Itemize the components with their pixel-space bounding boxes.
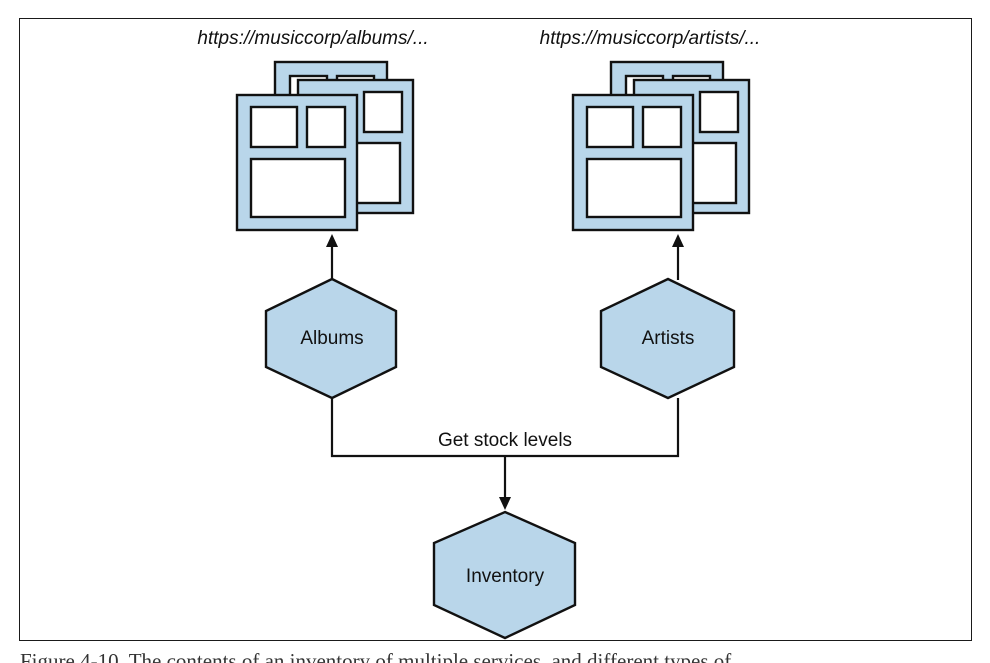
artists-url-label: https://musiccorp/artists/...	[540, 28, 761, 49]
artists-page-front	[571, 93, 695, 232]
connector-to-inventory-arrowhead	[499, 497, 511, 510]
albums-page-stack	[235, 60, 415, 232]
albums-page-front	[235, 93, 359, 232]
artists-node	[599, 277, 736, 400]
albums-node-label: Albums	[300, 328, 363, 349]
artists-to-pages-arrowhead	[672, 234, 684, 247]
albums-to-pages-arrowhead	[326, 234, 338, 247]
figure-caption: Figure 4-10. The contents of an inventor…	[20, 649, 731, 663]
artists-node-label: Artists	[642, 328, 695, 349]
inventory-node-label: Inventory	[466, 566, 545, 587]
artists-page-stack	[571, 60, 751, 232]
edge-label: Get stock levels	[438, 430, 572, 451]
albums-url-label: https://musiccorp/albums/...	[197, 28, 428, 49]
inventory-node	[432, 510, 577, 640]
